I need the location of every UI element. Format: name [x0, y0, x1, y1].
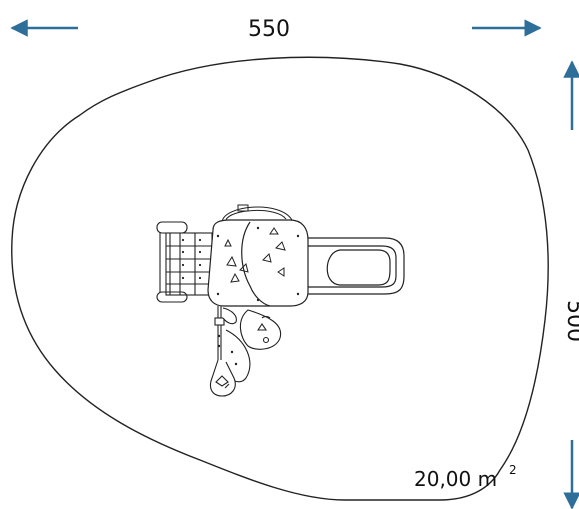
- height-dimension-label: 500: [562, 300, 579, 342]
- area-label: 20,00 m: [414, 467, 497, 491]
- platform-bolts: [216, 226, 300, 302]
- safety-zone-outline: [11, 56, 549, 501]
- slide: [308, 237, 405, 295]
- tower-ring: [221, 204, 293, 223]
- pole-and-bucket: [209, 306, 251, 397]
- tower-platform: [207, 219, 309, 307]
- ladder-dots: [181, 238, 202, 280]
- ladder: [156, 221, 213, 303]
- pole-bolts: [217, 334, 238, 366]
- climbing-holds: [224, 227, 286, 283]
- width-dimension-label: 550: [248, 17, 290, 42]
- side-climbing-panel: [239, 309, 282, 350]
- area-unit-exponent: 2: [509, 463, 517, 477]
